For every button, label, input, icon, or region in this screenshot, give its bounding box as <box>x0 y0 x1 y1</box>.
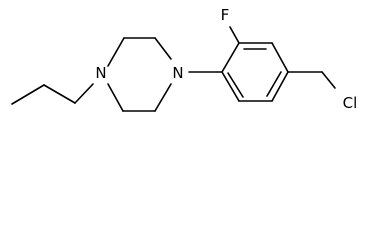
bond-piperazine-1 <box>107 37 125 67</box>
atom-label-n-left: N <box>95 64 106 82</box>
bond-chloromethyl-2 <box>321 71 336 89</box>
bond-benzene-3 <box>271 42 289 73</box>
atom-label-fluorine: F <box>221 6 230 24</box>
bond-benzene-4 <box>271 71 289 102</box>
atom-label-n-right: N <box>172 64 183 82</box>
bond-aromatic-inner-3 <box>266 71 282 97</box>
bond-piperazine-6 <box>107 83 124 112</box>
bond-propyl-to-n <box>74 83 94 104</box>
bond-benzene-1 <box>221 42 240 73</box>
bond-aromatic-inner-1 <box>227 72 244 98</box>
structure-diagram: N N F Cl <box>11 6 358 112</box>
bond-propyl-1 <box>11 84 45 105</box>
bond-piperazine-3 <box>154 37 172 60</box>
bond-benzene-6 <box>221 71 240 102</box>
bond-propyl-2 <box>43 84 76 104</box>
bond-fluoro <box>229 26 240 44</box>
bond-piperazine-4 <box>154 83 172 112</box>
atom-label-chlorine: Cl <box>343 94 358 112</box>
